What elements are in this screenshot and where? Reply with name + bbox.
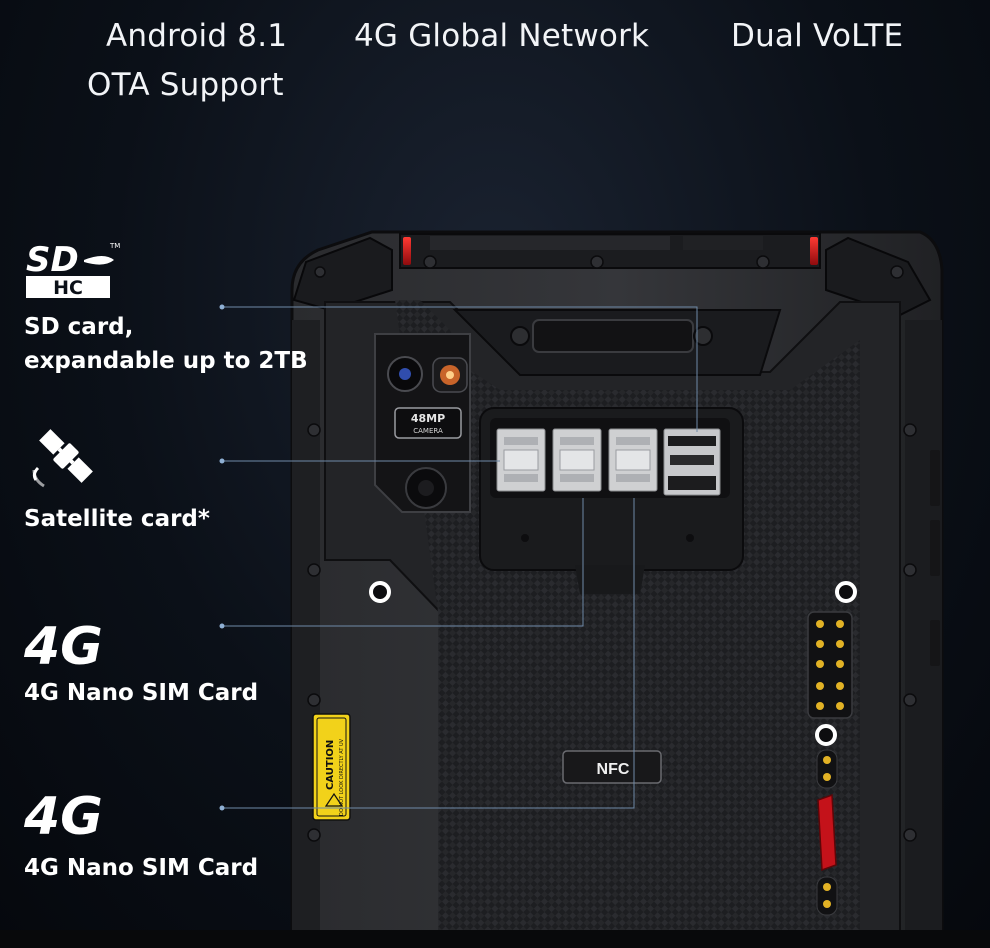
4g-icon: 4G — [23, 784, 116, 847]
caution-text: DO NOT LOOK DIRECTLY AT UV — [339, 738, 345, 816]
sdhc-logo-icon: SD HC TM — [24, 238, 124, 307]
white-ring-small — [815, 724, 837, 746]
satellite-icon — [26, 418, 106, 499]
ota-label: OTA Support — [87, 67, 284, 103]
charging-contacts-top — [816, 749, 838, 789]
leader-dot-sim2 — [219, 805, 225, 811]
nfc-text: NFC — [597, 761, 630, 778]
network-label: 4G Global Network — [354, 18, 650, 54]
pogo-pin-connector — [807, 611, 853, 719]
satellite-card-label: Satellite card* — [24, 506, 210, 532]
bottom-edge — [0, 930, 990, 948]
svg-text:SD: SD — [26, 240, 79, 280]
4g-icon: 4G — [23, 614, 116, 677]
red-accent-right — [810, 237, 818, 265]
camera-label-48mp: 48MP — [411, 412, 445, 425]
red-accent-left — [403, 237, 411, 265]
camera-module: 48MP CAMERA — [374, 333, 471, 513]
sd-card-slot — [663, 428, 721, 496]
red-custom-key — [817, 793, 837, 872]
leader-dot-sd — [219, 304, 225, 310]
sim-card-label-2: 4G Nano SIM Card — [24, 855, 259, 881]
white-ring-right — [835, 581, 857, 603]
svg-text:4G: 4G — [24, 787, 103, 840]
charging-contacts-bottom — [816, 876, 838, 916]
leader-dot-satellite — [219, 458, 225, 464]
sim-slot-1 — [496, 428, 546, 492]
sim-slot-3 — [608, 428, 658, 492]
belt-clip — [452, 309, 782, 376]
svg-text:4G: 4G — [24, 617, 103, 670]
sd-card-label-line1: SD card, — [24, 314, 134, 340]
nfc-badge: NFC — [562, 750, 662, 784]
white-ring-left — [369, 581, 391, 603]
sd-card-label-line2: expandable up to 2TB — [24, 348, 308, 374]
svg-text:HC: HC — [53, 277, 83, 299]
sim-card-label-1: 4G Nano SIM Card — [24, 680, 259, 706]
leader-dot-sim1 — [219, 623, 225, 629]
camera-label-camera: CAMERA — [413, 427, 443, 435]
sim-slot-2 — [552, 428, 602, 492]
svg-text:TM: TM — [109, 242, 120, 250]
leader-lines — [222, 306, 698, 809]
caution-title: CAUTION — [325, 740, 336, 790]
caution-sticker: CAUTION DO NOT LOOK DIRECTLY AT UV — [312, 713, 351, 821]
volte-label: Dual VoLTE — [731, 18, 904, 54]
android-version-label: Android 8.1 — [106, 18, 288, 54]
screws — [307, 255, 917, 842]
